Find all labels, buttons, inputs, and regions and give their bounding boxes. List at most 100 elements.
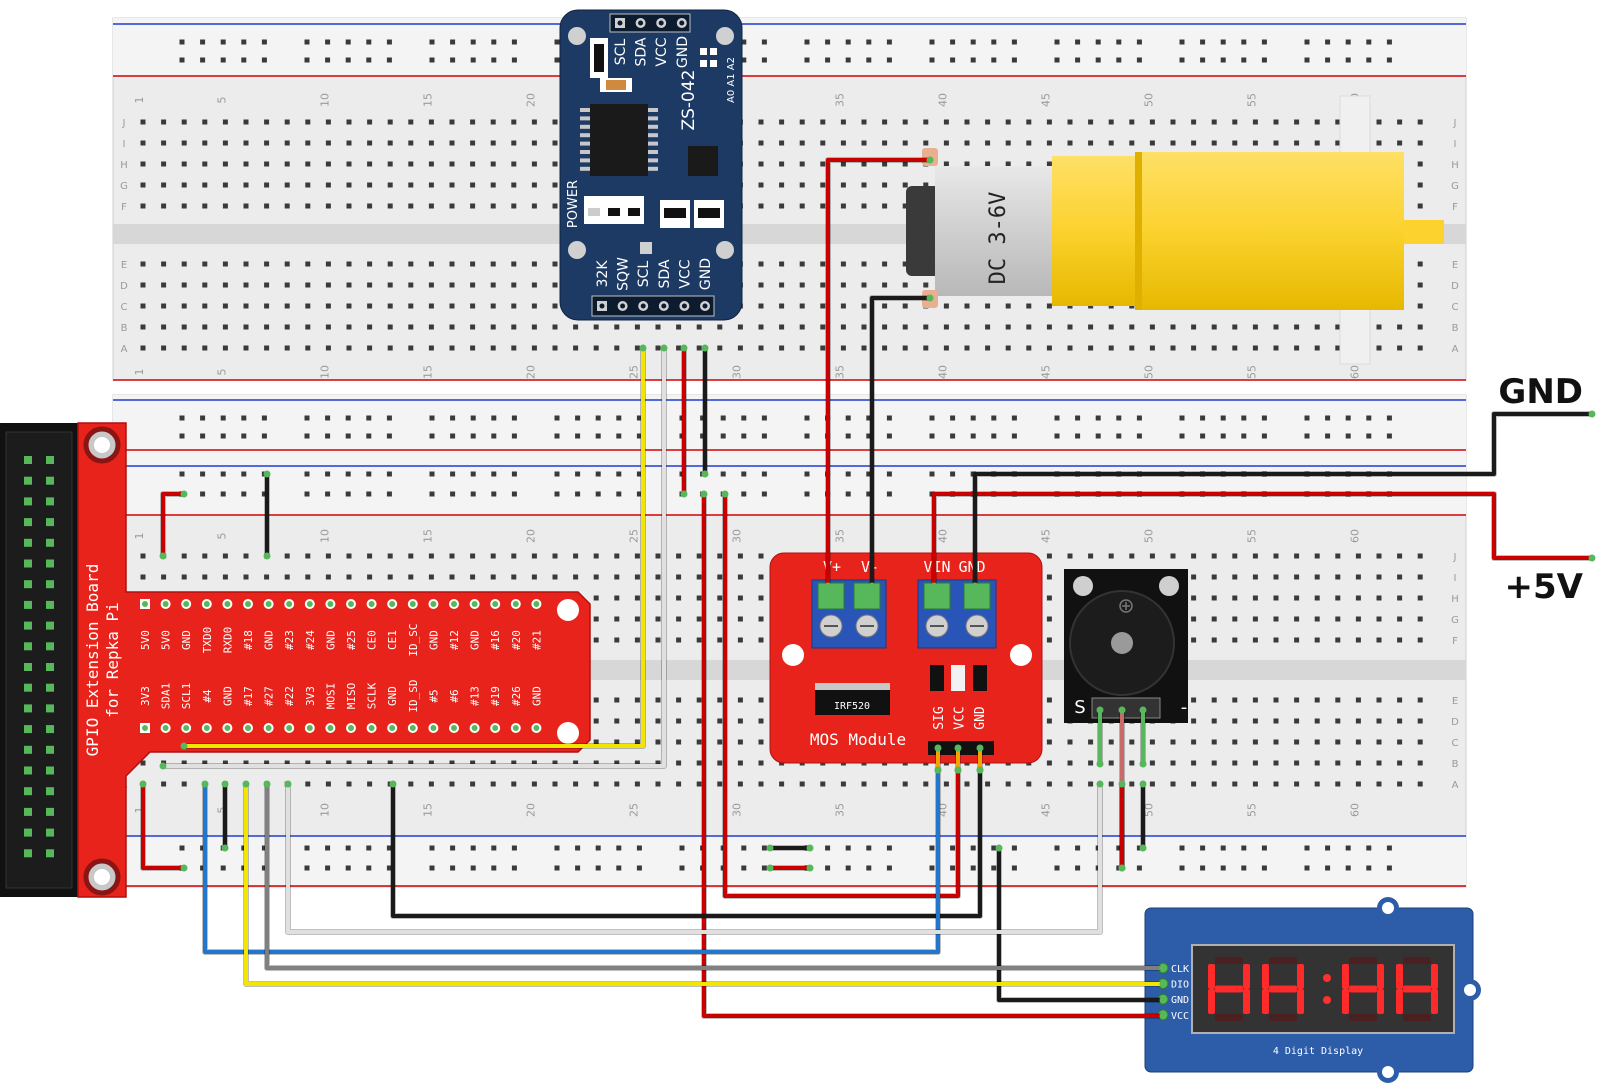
rail-hole — [345, 491, 351, 497]
row-letter: I — [123, 139, 126, 150]
column-number: 15 — [421, 365, 434, 379]
hole — [387, 303, 393, 309]
hole — [1129, 345, 1135, 351]
rtc-top-pin-label: VCC — [654, 37, 670, 66]
rail-hole — [636, 415, 642, 421]
hole — [1005, 781, 1011, 787]
hole — [140, 345, 146, 351]
hole — [367, 119, 373, 125]
hole — [490, 161, 496, 167]
chip-leg — [648, 124, 658, 129]
hole — [1335, 718, 1341, 724]
rail-hole — [220, 39, 226, 45]
hole — [1046, 760, 1052, 766]
hole — [737, 739, 743, 745]
hole — [1211, 345, 1217, 351]
hole — [140, 140, 146, 146]
hole — [161, 119, 167, 125]
hole — [861, 781, 867, 787]
wire-end — [159, 762, 167, 770]
display-segment — [1377, 964, 1384, 989]
hole — [511, 574, 517, 580]
gpio-pin-center — [327, 725, 334, 731]
gpio-pin-center — [389, 725, 396, 731]
rail-hole — [741, 39, 747, 45]
hole — [140, 182, 146, 188]
hole — [243, 574, 249, 580]
rail-hole — [616, 845, 622, 851]
hole — [387, 282, 393, 288]
hole — [346, 324, 352, 330]
rail-hole — [1136, 865, 1142, 871]
hole — [387, 161, 393, 167]
rail-hole — [1241, 57, 1247, 63]
hole — [1191, 781, 1197, 787]
hole — [346, 574, 352, 580]
column-number: 10 — [318, 93, 331, 107]
rail-hole — [1011, 39, 1017, 45]
wire-end — [1139, 760, 1147, 768]
rtc-top-pin-hole — [617, 20, 623, 26]
rail-hole — [1345, 57, 1351, 63]
rail-hole — [595, 415, 601, 421]
hole — [1335, 697, 1341, 703]
hole — [1026, 324, 1032, 330]
hole — [779, 282, 785, 288]
rail-hole — [1179, 57, 1185, 63]
hole — [243, 161, 249, 167]
hole — [614, 345, 620, 351]
rail-hole — [1054, 57, 1060, 63]
hole — [655, 697, 661, 703]
wire-motor-negative — [870, 296, 930, 586]
hole — [1314, 553, 1320, 559]
hole — [449, 261, 455, 267]
gpio-bottom-pin-label: #4 — [201, 689, 214, 703]
hole — [1417, 637, 1423, 643]
hole — [1335, 345, 1341, 351]
hole — [264, 182, 270, 188]
rail-hole — [1075, 39, 1081, 45]
hole — [181, 119, 187, 125]
hole — [305, 574, 311, 580]
hole — [1376, 324, 1382, 330]
hole — [428, 261, 434, 267]
hole — [305, 261, 311, 267]
hole — [1046, 140, 1052, 146]
rail-hole — [991, 415, 997, 421]
rail-hole — [1136, 57, 1142, 63]
wire-3v3-jumper — [141, 784, 184, 870]
connector-pin — [46, 849, 54, 858]
hole — [243, 324, 249, 330]
gpio-top-pin-label: #12 — [448, 630, 461, 650]
connector-pin — [24, 580, 32, 589]
hole — [902, 140, 908, 146]
hole — [799, 119, 805, 125]
hole — [1397, 595, 1403, 601]
hole — [428, 760, 434, 766]
hole — [1314, 616, 1320, 622]
hole — [1252, 574, 1258, 580]
rail-hole — [554, 865, 560, 871]
hole — [1376, 760, 1382, 766]
hole — [552, 345, 558, 351]
rail-hole — [470, 865, 476, 871]
hole — [1252, 140, 1258, 146]
hole — [222, 345, 228, 351]
hole — [923, 345, 929, 351]
hole — [161, 203, 167, 209]
rail-hole — [761, 845, 767, 851]
connector-pin — [24, 807, 32, 816]
rail-hole — [761, 415, 767, 421]
row-letter: B — [121, 323, 128, 334]
column-number: 45 — [1039, 93, 1052, 107]
hole — [1088, 345, 1094, 351]
rail-hole — [1304, 433, 1310, 439]
chip-leg — [648, 133, 658, 138]
wires — [139, 156, 1596, 1020]
hole — [1417, 282, 1423, 288]
connector-pin — [24, 559, 32, 568]
hole — [490, 574, 496, 580]
gpio-top-pin-label: #24 — [304, 630, 317, 650]
hole — [882, 119, 888, 125]
